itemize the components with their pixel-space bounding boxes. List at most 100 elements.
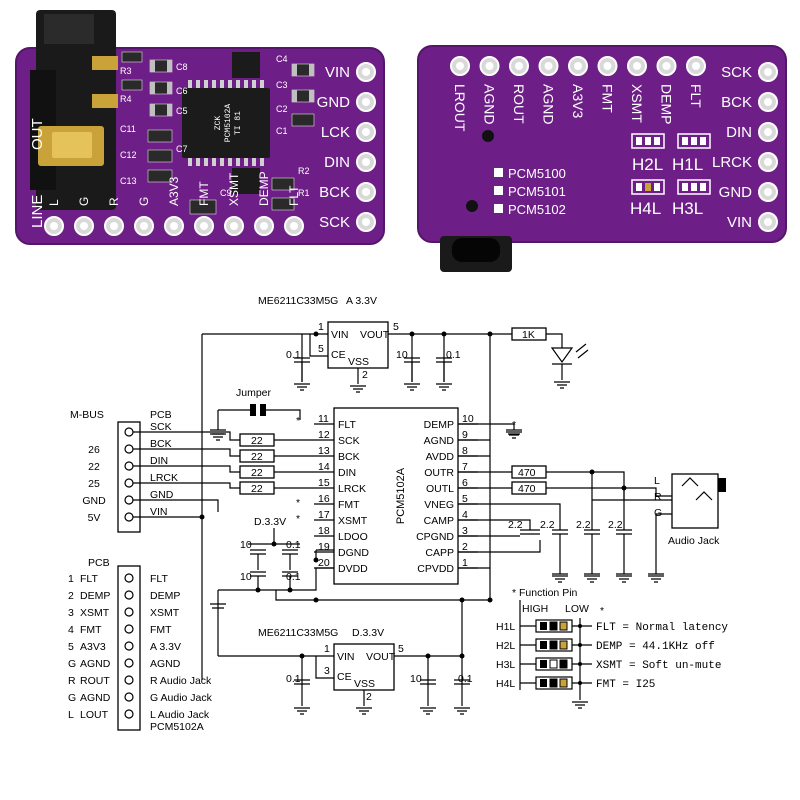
- reg-bot-pin5: 5: [398, 643, 404, 655]
- mbus-number: 5V: [88, 512, 101, 524]
- back-right-label: SCK: [721, 64, 752, 81]
- dac-right-pin-num: 4: [462, 509, 468, 521]
- series-resistor: [239, 481, 275, 495]
- pinout-desc: XSMT: [150, 607, 180, 619]
- junction-dot: [299, 653, 305, 659]
- function-row-label: H3L: [496, 659, 515, 671]
- asterisk-mark: *: [296, 497, 300, 509]
- dac-left-pin-num: 16: [318, 493, 330, 505]
- silk-c13: C13: [120, 176, 137, 186]
- reg-top-ce: CE: [331, 349, 346, 361]
- reg-bot-vss: VSS: [354, 678, 375, 690]
- front-right-hole: [362, 188, 370, 196]
- cap-bot-1: 0.1: [286, 673, 301, 685]
- front-right-hole: [362, 68, 370, 76]
- pinout-name: AGND: [80, 692, 111, 704]
- ground-symbol: [554, 381, 570, 389]
- chip-option-pcm5102: PCM5102: [508, 202, 566, 217]
- pinout-name: LOUT: [80, 709, 109, 721]
- dac-right-pin-num: 8: [462, 445, 468, 457]
- front-right-label: LCK: [321, 124, 350, 141]
- component-labels-front: R3 R4 C8 C6 C5 C4 C3 C2 C1 C7 C11 C12 C1…: [120, 54, 310, 198]
- pinout-num: L: [68, 709, 74, 721]
- pinout-name: FLT: [80, 573, 98, 585]
- front-bottom-label: XSMT: [227, 172, 241, 206]
- function-row-desc: XSMT = Soft un-mute: [596, 660, 721, 672]
- mbus-pin: [124, 427, 134, 437]
- back-top-label: ROUT: [511, 84, 527, 124]
- dac-chip-front: PCM5102A TI 81 ZCK: [182, 80, 270, 166]
- cap-out-3: 2.2: [508, 519, 523, 531]
- pinout-pin: [124, 590, 134, 600]
- back-right-hole: [764, 98, 772, 106]
- silk-c2: C2: [276, 104, 288, 114]
- mbus-signal: LRCK: [150, 472, 178, 484]
- pinout-num: 1: [68, 573, 74, 585]
- audio-jack-front: [30, 10, 118, 210]
- pinout-desc: DEMP: [150, 590, 180, 602]
- cap-top-1: 0.1: [286, 349, 301, 361]
- mbus-signal: BCK: [150, 438, 172, 450]
- front-bottom-label: FLT: [287, 185, 301, 206]
- reg-top-pin1: 1: [318, 321, 324, 333]
- front-right-label: DIN: [324, 154, 350, 171]
- pinout-num: 4: [68, 624, 74, 636]
- back-top-hole: [456, 62, 464, 70]
- chip-option-pcm5101: PCM5101: [508, 184, 566, 199]
- dac-left-pin-name: DVDD: [338, 563, 368, 575]
- pinout-name: A3V3: [80, 641, 106, 653]
- junction-dot: [589, 469, 595, 475]
- mbus-label: M-BUS: [70, 409, 104, 421]
- silk-c3: C3: [276, 80, 288, 90]
- front-right-hole: [362, 218, 370, 226]
- junction-dot: [287, 587, 293, 593]
- back-top-label: FLT: [688, 84, 704, 108]
- back-top-label: FMT: [600, 84, 616, 113]
- dac-box: [333, 407, 459, 585]
- junction-dot: [255, 587, 261, 593]
- dac-left-pin-name: LDOO: [338, 531, 368, 543]
- ground-symbols: [199, 331, 664, 715]
- series-resistor-value: 22: [251, 451, 263, 463]
- front-bottom-hole: [260, 222, 268, 230]
- jumper-label-h2l: H2L: [632, 155, 663, 174]
- pinout-pin: [124, 624, 134, 634]
- dac-right-pin-name: CAMP: [424, 515, 454, 527]
- mount-hole-2: [466, 200, 478, 212]
- junction-dot: [487, 331, 493, 337]
- led-resistor-value: 1K: [522, 329, 535, 341]
- ground-symbol: [572, 701, 588, 709]
- silk-c11: C11: [120, 124, 136, 134]
- ground-symbol: [420, 707, 436, 715]
- series-resistor-value: 22: [251, 467, 263, 479]
- jumper-label-h4l: H4L: [630, 199, 661, 218]
- back-right-label: GND: [719, 184, 753, 201]
- silk-c8: C8: [176, 62, 188, 72]
- reg-bot-vout: VOUT: [366, 651, 396, 663]
- pinout-desc: L Audio Jack: [150, 709, 210, 721]
- mbus-signal: SCK: [150, 421, 172, 433]
- function-row-label: H4L: [496, 678, 515, 690]
- series-resistor: [239, 433, 275, 447]
- junction-dot: [313, 557, 319, 563]
- reg-bot-ce: CE: [337, 671, 352, 683]
- out-res-l: [511, 481, 547, 495]
- pinout-name: ROUT: [80, 675, 110, 687]
- chip-text-2: TI 81: [234, 111, 243, 135]
- reg-top-vss: VSS: [348, 356, 369, 368]
- ground-symbol: [294, 383, 310, 391]
- silk-c9: C9: [220, 188, 232, 198]
- dac-right-pin-name: VNEG: [424, 499, 454, 511]
- dac-right-pin-num: 7: [462, 461, 468, 473]
- function-row-label: H2L: [496, 640, 515, 652]
- pinout-pin: [124, 675, 134, 685]
- jumper-contact-1: [250, 404, 256, 416]
- pinout-pin: [124, 692, 134, 702]
- mount-hole-1: [482, 130, 494, 142]
- pinout-desc: R Audio Jack: [150, 675, 212, 687]
- back-right-hole: [764, 128, 772, 136]
- dac-left-pin-name: FLT: [338, 419, 356, 431]
- back-right-hole: [764, 188, 772, 196]
- pinout-pin: [124, 607, 134, 617]
